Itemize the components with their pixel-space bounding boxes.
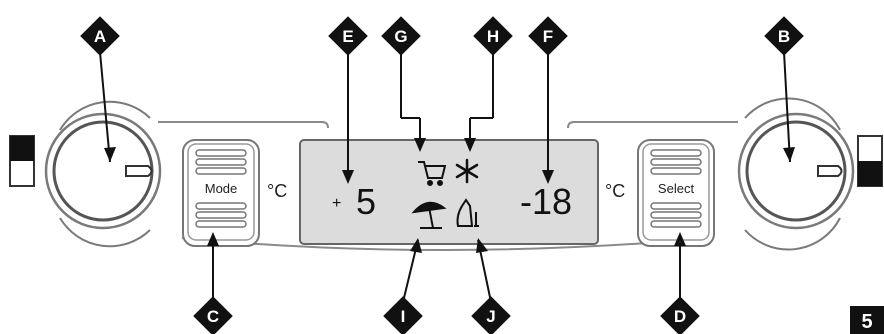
figure-number: 5 bbox=[861, 311, 872, 333]
svg-text:G: G bbox=[394, 27, 407, 46]
snowflake-icon bbox=[455, 158, 479, 184]
svg-text:I: I bbox=[401, 307, 406, 326]
callout-lines bbox=[99, 51, 791, 303]
svg-text:H: H bbox=[487, 27, 499, 46]
unit-right-label: °C bbox=[605, 181, 625, 201]
unit-left-label: °C bbox=[267, 181, 287, 201]
marker-e: E bbox=[328, 16, 368, 56]
beach-umbrella-icon bbox=[411, 201, 447, 229]
freezer-temperature: -18 bbox=[520, 181, 572, 222]
figure-number-badge: 5 bbox=[850, 306, 884, 334]
svg-text:E: E bbox=[342, 27, 353, 46]
shopping-cart-icon bbox=[418, 161, 447, 186]
marker-g: G bbox=[381, 16, 421, 56]
fridge-temperature: 5 bbox=[356, 181, 376, 222]
select-button-label: Select bbox=[658, 181, 695, 196]
mode-button[interactable]: Mode bbox=[182, 139, 260, 247]
left-temperature-dial[interactable] bbox=[44, 100, 162, 248]
right-temperature-dial[interactable] bbox=[737, 97, 855, 251]
svg-text:A: A bbox=[94, 27, 106, 46]
fridge-sign: + bbox=[332, 195, 341, 212]
callout-arrowheads bbox=[104, 138, 795, 253]
svg-text:J: J bbox=[486, 307, 495, 326]
svg-text:D: D bbox=[674, 307, 686, 326]
right-level-indicator bbox=[857, 135, 883, 187]
marker-d: D bbox=[660, 296, 700, 334]
marker-i: I bbox=[383, 296, 423, 334]
mode-button-label: Mode bbox=[205, 181, 238, 196]
marker-b: B bbox=[764, 16, 804, 56]
svg-text:B: B bbox=[778, 27, 790, 46]
left-level-indicator bbox=[9, 135, 35, 187]
marker-h: H bbox=[473, 16, 513, 56]
lcd-display: + 5 -18 bbox=[299, 139, 599, 245]
select-button[interactable]: Select bbox=[637, 139, 715, 247]
svg-text:C: C bbox=[207, 307, 219, 326]
marker-f: F bbox=[528, 16, 568, 56]
bottle-icon bbox=[456, 198, 479, 227]
marker-j: J bbox=[471, 296, 511, 334]
marker-a: A bbox=[80, 16, 120, 56]
marker-c: C bbox=[193, 296, 233, 334]
svg-text:F: F bbox=[543, 27, 553, 46]
